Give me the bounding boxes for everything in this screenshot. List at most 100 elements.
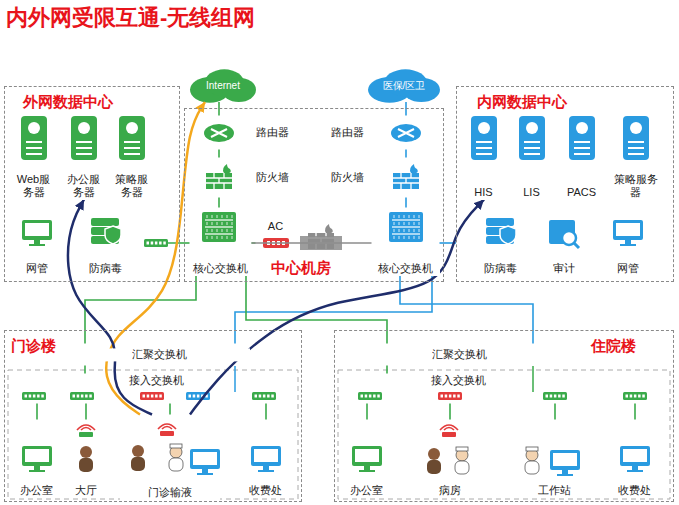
switch-body <box>358 392 382 400</box>
monitor-screen <box>553 453 577 466</box>
monitor-screen <box>25 449 49 462</box>
node-label: 汇聚交换机 <box>372 348 548 361</box>
server-line <box>524 141 540 143</box>
node-label: AC <box>256 220 296 233</box>
switch-port <box>263 395 266 398</box>
magnifier-handle <box>574 243 579 248</box>
link-line <box>554 404 556 420</box>
link-line <box>84 366 86 374</box>
device-node: 工作站 <box>520 420 590 498</box>
server-mark <box>478 122 490 134</box>
server-line <box>628 147 644 149</box>
nurse-body <box>169 458 183 471</box>
node-label: PACS <box>560 186 604 199</box>
device-node: LIS <box>512 116 552 200</box>
switch-port <box>193 395 196 398</box>
core-switch-port <box>394 215 395 239</box>
device-icon <box>119 116 145 160</box>
switch-port <box>373 395 376 398</box>
device-icon <box>202 212 236 242</box>
device-icon <box>569 116 595 160</box>
switch-port <box>634 395 637 398</box>
server-line <box>476 147 492 149</box>
server-body <box>519 116 545 160</box>
core-switch-port <box>207 215 208 239</box>
switch-port <box>29 395 32 398</box>
switch-port <box>159 242 162 245</box>
switch-port <box>197 395 200 398</box>
device-node: 办公服务器 <box>62 116 106 200</box>
diagram-title: 内外网受限互通-无线组网 <box>6 3 255 33</box>
node-label: 核心交换机 <box>372 262 440 275</box>
node-label: 收费处 <box>604 484 666 497</box>
wifi-waves <box>77 425 95 430</box>
switch-port <box>365 395 368 398</box>
link-line <box>405 150 407 158</box>
switch-port <box>271 395 274 398</box>
firewall-wall <box>393 173 419 189</box>
person-body <box>427 460 441 474</box>
device-icon <box>206 164 232 189</box>
switch-port <box>453 395 456 398</box>
server-line <box>26 153 42 155</box>
switch-port <box>441 395 444 398</box>
switch-port <box>77 395 80 398</box>
link-line <box>366 404 368 420</box>
node-label: 路由器 <box>255 126 290 139</box>
device-icon <box>204 124 234 142</box>
core-switch-body <box>389 212 423 242</box>
magnifier <box>562 231 576 245</box>
core-switch-port <box>227 215 228 239</box>
link-line <box>85 404 87 420</box>
device-icon <box>131 424 220 475</box>
monitor-base <box>197 473 213 475</box>
core-switch-slot <box>392 233 420 234</box>
device-icon <box>352 446 382 472</box>
device-icon <box>71 116 97 160</box>
server-line <box>76 141 92 143</box>
node-label: 门诊输液 <box>120 486 220 499</box>
router-arrows <box>398 129 414 137</box>
region-title: 住院楼 <box>589 337 638 356</box>
region-box: 内网数据中心HISLISPACS策略服务器防病毒审计网管 <box>456 86 674 282</box>
person-head <box>132 445 144 457</box>
access-area <box>338 370 670 499</box>
monitor-stand <box>562 470 568 474</box>
switch-port <box>445 395 448 398</box>
device-node: AC <box>256 220 296 254</box>
ap-body <box>442 432 456 437</box>
switch-port <box>155 242 158 245</box>
device-node: HIS <box>464 116 504 200</box>
switch-port <box>457 395 460 398</box>
node-label: 汇聚交换机 <box>70 348 250 361</box>
person-body <box>79 458 93 472</box>
device-icon <box>22 392 276 400</box>
server-mark <box>78 122 90 134</box>
device-icon <box>519 116 545 160</box>
monitor-screen <box>254 449 278 462</box>
switch-body <box>140 392 164 400</box>
device-icon <box>623 116 649 160</box>
node-label: 病房 <box>420 484 480 497</box>
node-label: 接入交换机 <box>128 374 185 387</box>
core-switch-body <box>202 212 236 242</box>
device-icon <box>22 220 52 246</box>
link-line <box>634 404 636 420</box>
node-label: 核心交换机 <box>190 262 252 275</box>
node-label: 工作站 <box>520 484 590 497</box>
region-title: 门诊楼 <box>9 337 58 356</box>
switch-port <box>73 395 76 398</box>
device-node: PACS <box>560 116 604 200</box>
server-line <box>574 141 590 143</box>
device-node: 网管 <box>604 212 652 276</box>
switch-port <box>147 395 150 398</box>
device-node: 防火墙 <box>196 158 290 198</box>
switch-port <box>259 395 262 398</box>
switch-body <box>438 392 462 400</box>
core-switch-port <box>419 215 420 239</box>
switch-port <box>163 242 166 245</box>
monitor-screen <box>623 449 647 462</box>
node-label: 防火墙 <box>330 171 365 184</box>
